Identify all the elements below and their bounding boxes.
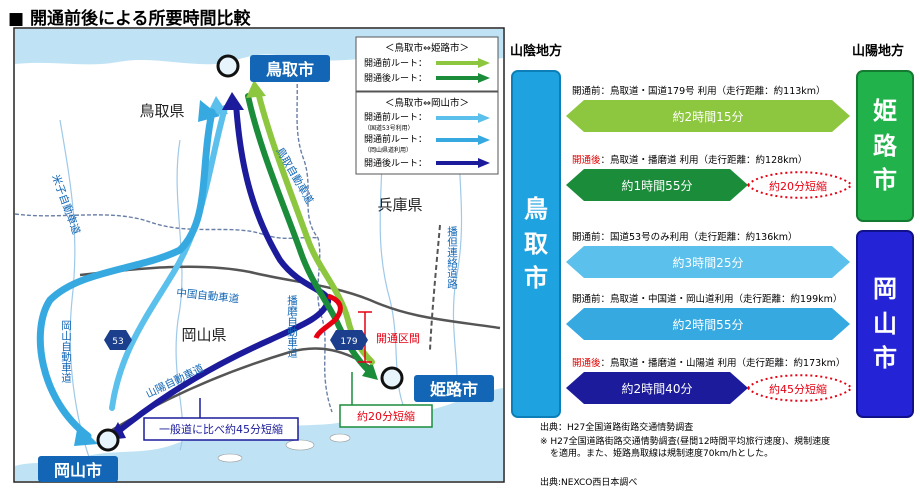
- saving-text-2: 約45分短縮: [769, 382, 827, 396]
- route-arrowhead: [74, 424, 98, 446]
- city-column-okayama-text: 岡山市: [873, 274, 897, 373]
- island: [329, 433, 351, 443]
- route-label-3-text: ：国道53号のみ利用（走行距離：約136km）: [600, 232, 798, 243]
- callout-okayama-box: [143, 417, 299, 441]
- time-arrow-4: [566, 308, 850, 340]
- time-arrow-1: [566, 100, 850, 132]
- route-arrowhead: [222, 92, 244, 110]
- legend-okayama-before-2: 開通前ルート：: [364, 133, 427, 145]
- city-column-tottori: 鳥取市: [511, 70, 561, 418]
- route-label-3-prefix: 開通前: [572, 232, 601, 243]
- opening-section: [313, 293, 343, 340]
- route-arrowhead: [246, 80, 266, 98]
- pref-border: [14, 213, 319, 239]
- expwy-bantan: [429, 224, 441, 351]
- saving-dotted-2b: [747, 387, 853, 402]
- route-label-2-prefix: 開通後: [572, 155, 601, 166]
- island: [285, 439, 315, 451]
- tottori-label: 鳥取市: [266, 60, 314, 79]
- footnote-source-nexco: 出典:NEXCO西日本調べ: [540, 478, 638, 488]
- road-harima-label: 播磨自動車道: [286, 294, 298, 358]
- himeji-label-box: [414, 375, 494, 402]
- route-label-1-text: ：鳥取道・国道179号 利用（走行距離：約113km）: [600, 86, 826, 97]
- okayama-label-box: [38, 456, 118, 482]
- himeji-marker: [380, 366, 404, 390]
- okayama-marker: [96, 428, 120, 452]
- route-arrowhead: [198, 100, 220, 122]
- time-arrow-2-text: 約1時間55分: [622, 178, 693, 193]
- route-label-2: 開通後：鳥取道・播磨道 利用（走行距離：約128km）: [572, 152, 807, 166]
- legend-header-okayama: ＜鳥取市⇔岡山市＞: [385, 97, 469, 109]
- island: [217, 453, 243, 463]
- route-label-3: 開通前：国道53号のみ利用（走行距離：約136km）: [572, 229, 798, 243]
- route-label-2-text: ：鳥取道・播磨道 利用（走行距離：約128km）: [600, 155, 808, 166]
- tottori-marker: [216, 54, 240, 78]
- river: [175, 139, 184, 451]
- time-arrow-4-text: 約2時間55分: [673, 317, 744, 332]
- city-column-tottori-text: 鳥取市: [524, 194, 548, 293]
- route-label-4-text: ：鳥取道・中国道・岡山道利用（走行距離：約199km）: [600, 294, 843, 305]
- saving-text-1: 約20分短縮: [769, 179, 827, 193]
- city-column-himeji: 姫路市: [856, 70, 914, 222]
- pref-tottori: 鳥取県: [139, 102, 184, 120]
- page-title: ■ 開通前後による所要時間比較: [8, 9, 251, 29]
- route-179-label: 179: [340, 337, 357, 347]
- time-arrow-3-text: 約3時間25分: [673, 255, 744, 270]
- route-179-shield: 179: [330, 330, 368, 350]
- legend-note-expwy: （岡山県道利用）: [364, 146, 412, 154]
- saving-dotted-2: [747, 374, 853, 389]
- footnote-note-line1: ※ H27全国道路街路交通情勢調査(昼間12時間平均旅行速度)、規制速度: [540, 437, 831, 447]
- himeji-label: 姫路市: [430, 380, 478, 399]
- callout-okayama-text: 一般道に比べ約45分短縮: [159, 422, 283, 436]
- region-san-in: 山陰地方: [510, 44, 563, 59]
- legend-note-r53: （国道53号利用）: [364, 124, 414, 132]
- route-okayama-before-expwy: [36, 108, 216, 440]
- pref-okayama: 岡山県: [181, 326, 226, 344]
- time-arrow-5-text: 約2時間40分: [622, 381, 693, 396]
- legend-header-himeji: ＜鳥取市⇔姫路市＞: [385, 42, 469, 54]
- footnote-note-line2: を適用。また、姫路鳥取線は規制速度70km/hとした。: [550, 448, 774, 459]
- river: [59, 119, 91, 461]
- route-label-5: 開通後：鳥取道・播磨道・山陽道 利用（走行距離：約173km）: [572, 355, 845, 369]
- route-label-1-prefix: 開通前: [572, 86, 601, 97]
- route-label-5-prefix: 開通後: [572, 358, 601, 369]
- footnote-source-survey: 出典：H27全国道路街路交通情勢調査: [540, 423, 694, 433]
- legend-box-okayama: [355, 91, 499, 175]
- saving-dotted-1: [747, 171, 853, 186]
- time-arrow-2: [566, 169, 748, 201]
- callout-himeji-box: [339, 404, 433, 428]
- legend-himeji-after: 開通後ルート：: [364, 72, 427, 84]
- city-column-himeji-text: 姫路市: [873, 96, 897, 195]
- route-label-4-prefix: 開通前: [572, 294, 601, 305]
- footnote-note: ※ H27全国道路街路交通情勢調査(昼間12時間平均旅行速度)、規制速度 を適用…: [540, 437, 830, 460]
- route-53-shield: 53: [104, 330, 132, 350]
- route-okayama-before-r53: [109, 105, 228, 411]
- legend-okayama-before-1: 開通前ルート：: [364, 111, 427, 123]
- route-53-label: 53: [112, 337, 123, 347]
- road-bantan-label: 播但連絡道路: [446, 225, 458, 290]
- callout-himeji-text: 約20分短縮: [357, 409, 415, 423]
- route-label-5-text: ：鳥取道・播磨道・山陽道 利用（走行距離：約173km）: [600, 358, 846, 369]
- legend-okayama-after: 開通後ルート：: [364, 157, 427, 169]
- route-arrowhead: [362, 362, 378, 380]
- road-okayama-label: 岡山自動車道: [60, 320, 72, 383]
- opening-section-label: 開通区間: [376, 332, 420, 345]
- route-label-1: 開通前：鳥取道・国道179号 利用（走行距離：約113km）: [572, 83, 826, 97]
- city-column-okayama: 岡山市: [856, 230, 914, 418]
- legend-himeji-before: 開通前ルート：: [364, 57, 427, 69]
- region-san-yo: 山陽地方: [852, 44, 905, 59]
- pref-border: [295, 65, 333, 413]
- pref-hyogo: 兵庫県: [377, 196, 422, 214]
- time-arrow-1-text: 約2時間15分: [673, 109, 744, 124]
- saving-dotted-1b: [747, 184, 853, 199]
- okayama-label: 岡山市: [54, 461, 102, 480]
- tottori-label-box: [250, 55, 330, 82]
- time-arrow-3: [566, 246, 850, 278]
- route-label-4: 開通前：鳥取道・中国道・岡山道利用（走行距離：約199km）: [572, 291, 842, 305]
- time-arrow-5: [566, 372, 748, 404]
